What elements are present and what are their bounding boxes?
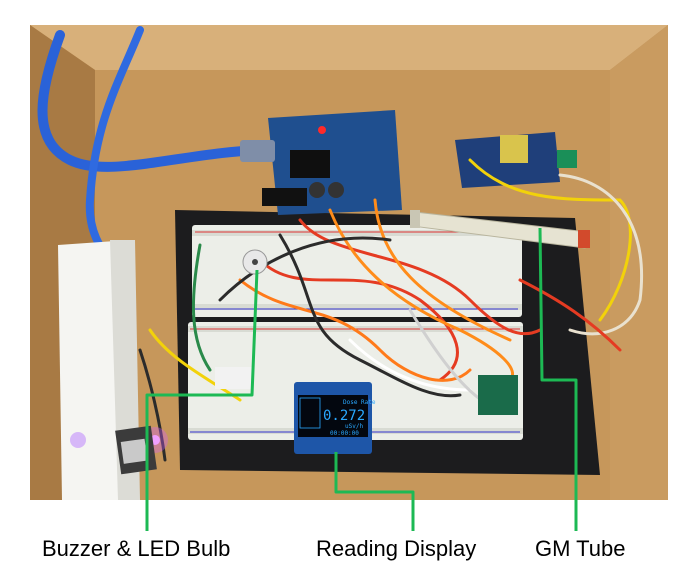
callout-gm-line — [538, 227, 578, 531]
hv-module — [455, 132, 577, 188]
box-back-wall — [30, 25, 668, 70]
breadboard-top — [192, 225, 522, 317]
callout-buzzer-line — [145, 269, 259, 531]
white-sensor — [215, 367, 253, 389]
caption-reading-display: Reading Display — [316, 536, 477, 561]
oled-dose-label: Dose Rate — [343, 399, 376, 406]
callout-display-line — [334, 452, 415, 531]
caption-buzzer-led: Buzzer & LED Bulb — [42, 536, 231, 561]
caption-gm-tube: GM Tube — [535, 536, 626, 561]
usb-cable — [37, 30, 275, 172]
box-right-wall — [610, 25, 668, 500]
oled-display: Dose Rate 0.272 uSv/h 00:00:00 — [294, 382, 376, 454]
gm-tube — [410, 210, 590, 249]
rtc-module — [478, 375, 518, 415]
callout-lines — [145, 227, 578, 531]
arduino-uno-board — [262, 110, 402, 215]
oled-unit: uSv/h — [345, 423, 363, 430]
oled-time: 00:00:00 — [330, 430, 359, 437]
oled-dose-value: 0.272 — [323, 408, 365, 424]
